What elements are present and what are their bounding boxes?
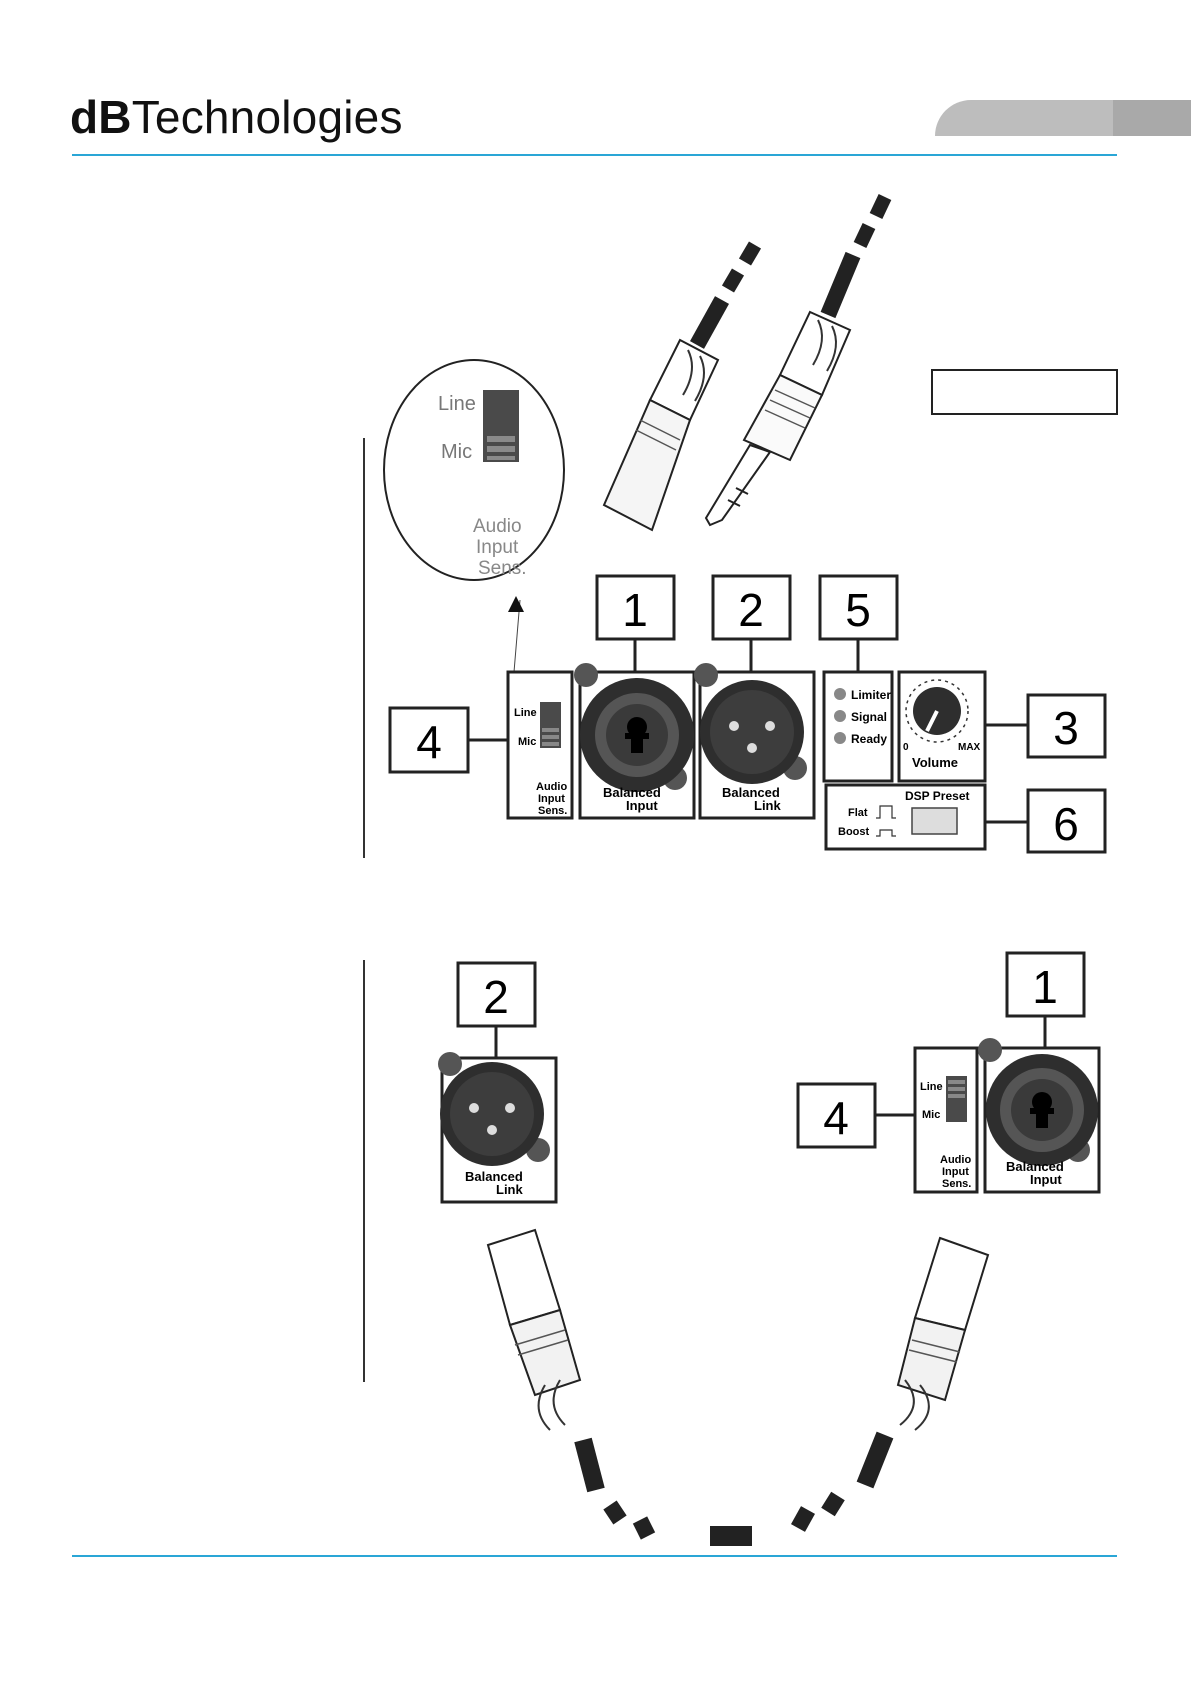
- input-input-label-bottom: Input: [1030, 1172, 1062, 1187]
- panel-mic-label-bottom: Mic: [922, 1109, 940, 1121]
- panel-sens-label-bottom: Sens.: [942, 1178, 971, 1190]
- cable-middle-segment: [710, 1526, 752, 1546]
- panel-audio-label-bottom: Audio: [940, 1154, 971, 1166]
- panel-line-label-bottom: Line: [920, 1081, 943, 1093]
- xlr-cable-right-icon: [798, 1238, 988, 1528]
- callout-label-1-bottom: 1: [1032, 961, 1058, 1013]
- footer-rule: [72, 1555, 1117, 1557]
- panel-input-label-bottom: Input: [942, 1166, 969, 1178]
- screw-icon: [978, 1038, 1002, 1062]
- callout-label-2-bottom: 2: [483, 971, 509, 1023]
- link-link-label-bottom: Link: [496, 1182, 523, 1197]
- callout-label-4-bottom: 4: [823, 1092, 849, 1144]
- xlr-cable-left-icon: [488, 1230, 648, 1536]
- screw-icon: [438, 1052, 462, 1076]
